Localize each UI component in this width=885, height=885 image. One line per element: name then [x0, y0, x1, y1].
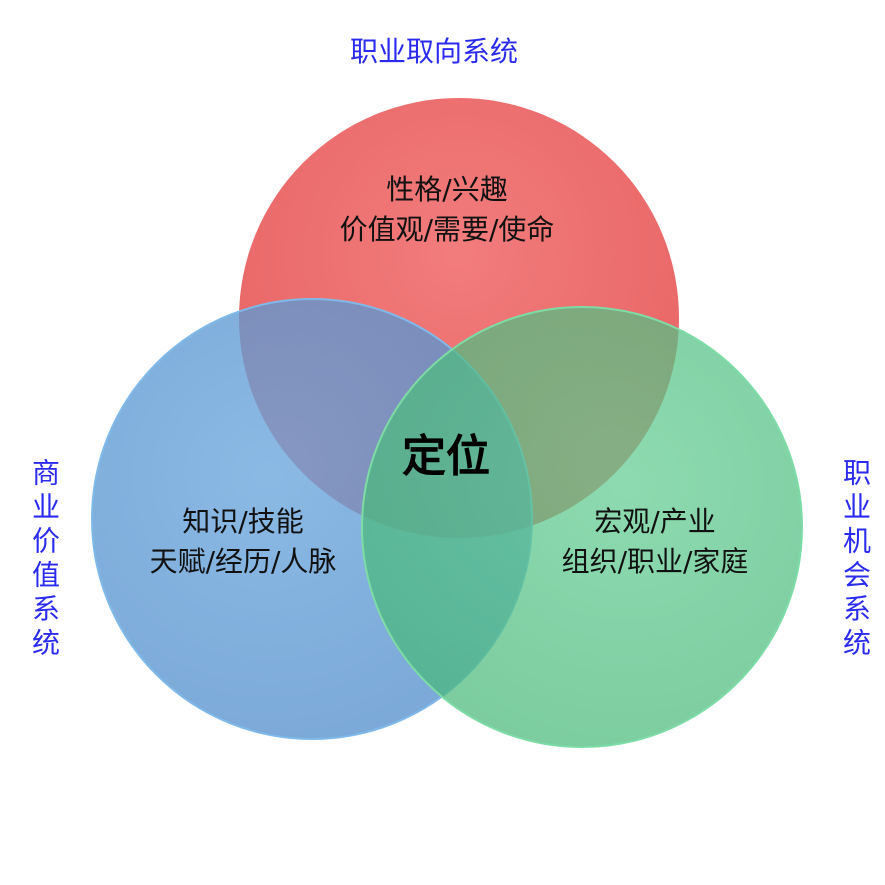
circle-career-opportunity	[361, 306, 803, 748]
green-line-1: 宏观/产业	[594, 505, 716, 538]
green-line-2: 组织/职业/家庭	[561, 545, 749, 578]
title-business-value: 商业价值系统	[28, 458, 61, 662]
center-label: 定位	[402, 431, 490, 482]
red-circle-text: 性格/兴趣 价值观/需要/使命	[340, 170, 555, 250]
blue-line-2: 天赋/经历/人脉	[149, 545, 337, 578]
red-line-2: 价值观/需要/使命	[339, 213, 555, 246]
red-line-1: 性格/兴趣	[386, 173, 508, 206]
title-career-opportunity: 职业机会系统	[839, 458, 872, 662]
green-circle-text: 宏观/产业 组织/职业/家庭	[562, 502, 749, 582]
blue-circle-text: 知识/技能 天赋/经历/人脉	[150, 502, 337, 582]
blue-line-1: 知识/技能	[182, 505, 304, 538]
title-career-orientation: 职业取向系统	[350, 35, 519, 68]
